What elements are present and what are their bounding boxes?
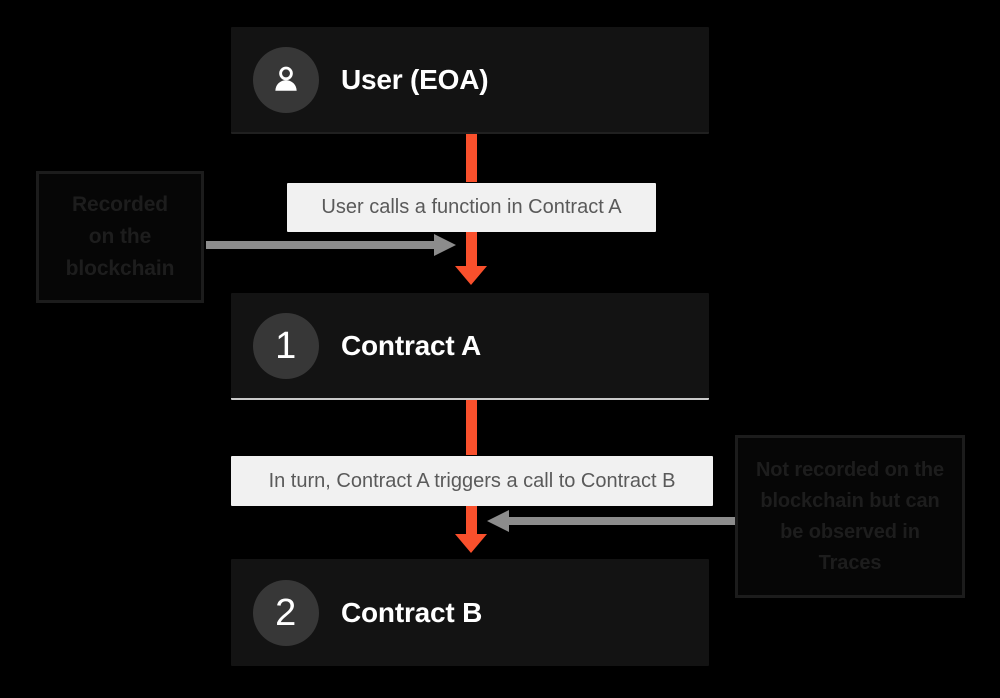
pointer-arrow-left bbox=[206, 234, 456, 256]
node-contract-a-label: Contract A bbox=[341, 329, 482, 361]
annotation-left-text: Recorded on the blockchain bbox=[66, 189, 175, 285]
flow-arrowhead-a-to-b bbox=[455, 534, 487, 553]
node-user-label: User (EOA) bbox=[341, 63, 489, 95]
annotation-right-text: Not recorded on the blockchain but can b… bbox=[756, 455, 944, 579]
flow-arrowhead-user-to-a bbox=[455, 266, 487, 285]
step-number-1: 1 bbox=[275, 324, 297, 367]
node-contract-b-label: Contract B bbox=[341, 596, 483, 628]
annotation-right-line-3: be observed in bbox=[780, 520, 920, 543]
annotation-right-line-2: blockchain but can bbox=[760, 489, 940, 512]
step-number-2: 2 bbox=[275, 591, 297, 634]
step-badge-1: 1 bbox=[253, 312, 319, 379]
user-avatar-badge bbox=[253, 46, 319, 113]
node-user[interactable]: User (EOA) bbox=[231, 27, 709, 134]
flow-arrow-user-to-a-lower bbox=[466, 232, 477, 268]
step-badge-2: 2 bbox=[253, 579, 319, 646]
annotation-left-line-2: on the bbox=[88, 225, 152, 248]
annotation-left-line-3: blockchain bbox=[65, 257, 175, 280]
caption-user-to-a: User calls a function in Contract A bbox=[287, 183, 656, 232]
annotation-recorded-on-blockchain: Recorded on the blockchain bbox=[36, 171, 204, 303]
node-contract-b[interactable]: 2 Contract B bbox=[231, 559, 709, 666]
pointer-arrow-right-head bbox=[487, 510, 509, 532]
annotation-right-line-4: Traces bbox=[818, 551, 882, 574]
annotation-right-line-1: Not recorded on the bbox=[755, 458, 945, 481]
caption-a-to-b: In turn, Contract A triggers a call to C… bbox=[231, 456, 713, 506]
person-icon bbox=[275, 66, 297, 91]
annotation-left-line-1: Recorded bbox=[71, 193, 169, 216]
flow-arrow-a-to-b-lower bbox=[466, 506, 477, 536]
pointer-arrow-right-shaft bbox=[507, 517, 735, 525]
annotation-not-recorded-traces: Not recorded on the blockchain but can b… bbox=[735, 435, 965, 598]
pointer-arrow-right bbox=[487, 510, 735, 532]
flow-arrow-user-to-a-upper bbox=[466, 134, 477, 182]
pointer-arrow-left-shaft bbox=[206, 241, 438, 249]
flow-arrow-a-to-b-upper bbox=[466, 400, 477, 455]
pointer-arrow-left-head bbox=[434, 234, 456, 256]
node-contract-a[interactable]: 1 Contract A bbox=[231, 293, 709, 400]
